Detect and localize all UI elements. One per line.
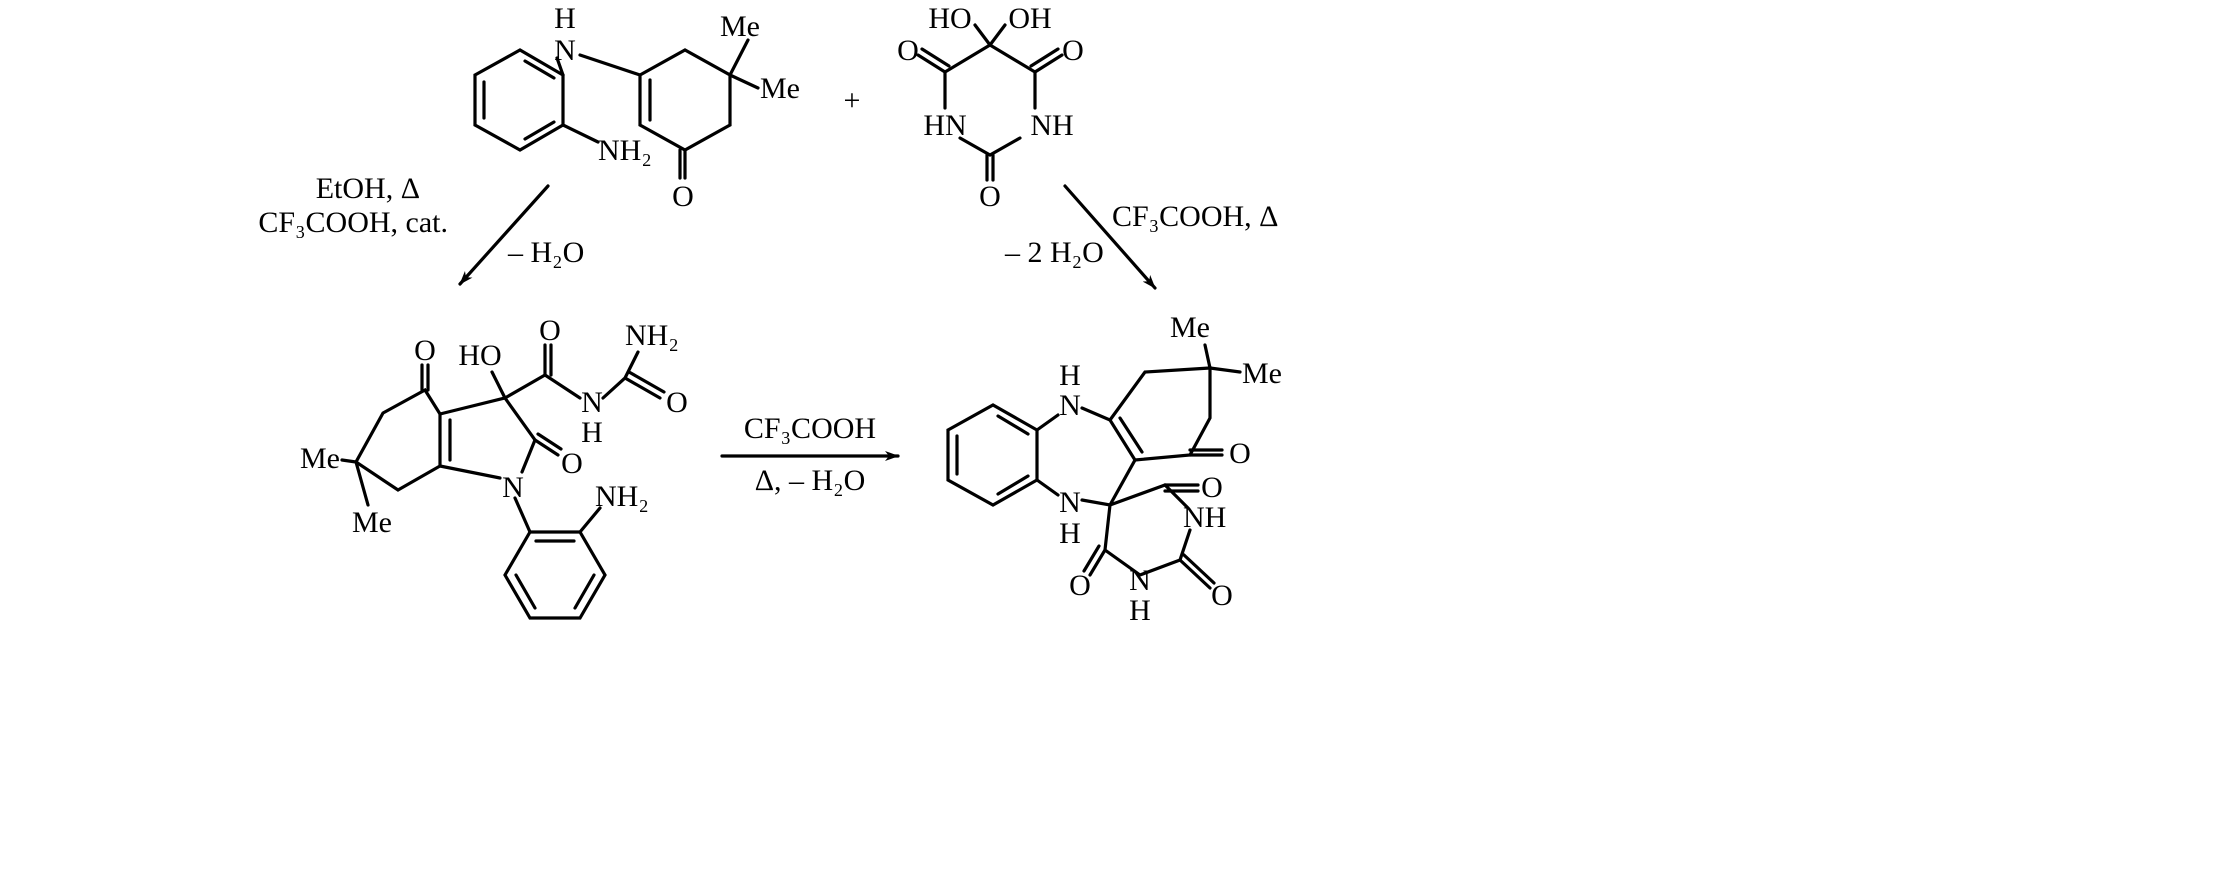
- condition-text: CF₃COOH, cat.: [258, 206, 448, 239]
- label-h: H: [1129, 594, 1151, 627]
- product-spiro-benzodiazepine: Me Me H N O O NH N H O N H O: [946, 311, 1282, 627]
- label-o: O: [1062, 34, 1084, 67]
- label-h: H: [1059, 517, 1081, 550]
- label-n: N: [1129, 564, 1151, 597]
- reactant-alloxan-hydrate: HO OH O O HN NH O: [897, 2, 1084, 213]
- label-n: N: [554, 34, 576, 67]
- label-me: Me: [1170, 311, 1210, 344]
- label-nh2: NH₂: [595, 480, 649, 513]
- label-h: H: [554, 2, 576, 35]
- label-h: H: [581, 416, 603, 449]
- label-oh: OH: [1008, 2, 1051, 35]
- label-o: O: [1201, 471, 1223, 504]
- label-o: O: [672, 180, 694, 213]
- reaction-arrow: [458, 184, 550, 286]
- label-me: Me: [300, 442, 340, 475]
- label-o: O: [1069, 569, 1091, 602]
- condition-text: – H₂O: [507, 236, 584, 269]
- label-o: O: [1229, 437, 1251, 470]
- label-me: Me: [760, 72, 800, 105]
- label-me: Me: [1242, 357, 1282, 390]
- label-me: Me: [352, 506, 392, 539]
- label-o: O: [897, 34, 919, 67]
- condition-text: CF₃COOH: [744, 412, 876, 445]
- label-h: H: [1059, 359, 1081, 392]
- condition-text: – 2 H₂O: [1004, 236, 1104, 269]
- arrow-left-step: EtOH, Δ CF₃COOH, cat. – H₂O: [258, 172, 584, 286]
- bonds: [473, 38, 760, 180]
- condition-text: CF₃COOH, Δ: [1112, 200, 1278, 233]
- bonds: [946, 343, 1242, 590]
- label-nh: NH: [1183, 501, 1226, 534]
- label-ho: HO: [928, 2, 971, 35]
- reactant-enaminone: H N Me Me NH₂ O: [473, 2, 800, 213]
- condition-text: EtOH, Δ: [316, 172, 420, 205]
- arrow-bottom-step: CF₃COOH Δ, – H₂O: [720, 412, 900, 497]
- label-nh2: NH₂: [625, 319, 679, 352]
- label-o: O: [561, 447, 583, 480]
- label-hn: HN: [923, 109, 966, 142]
- label-o: O: [539, 314, 561, 347]
- reaction-arrow: [1063, 184, 1157, 290]
- label-me: Me: [720, 10, 760, 43]
- label-o: O: [414, 334, 436, 367]
- label-o: O: [666, 386, 688, 419]
- label-o: O: [1211, 579, 1233, 612]
- label-n: N: [1059, 486, 1081, 519]
- product-indolinone: O HO O NH₂ N H O O Me Me N NH₂: [300, 314, 688, 620]
- label-o: O: [979, 180, 1001, 213]
- condition-text: Δ, – H₂O: [755, 464, 866, 497]
- label-ho: HO: [458, 339, 501, 372]
- arrow-right-step: CF₃COOH, Δ – 2 H₂O: [1004, 184, 1278, 290]
- plus-sign: +: [844, 84, 861, 117]
- label-n: N: [502, 471, 524, 504]
- bonds: [916, 23, 1064, 182]
- label-nh: NH: [1030, 109, 1073, 142]
- label-n: N: [1059, 389, 1081, 422]
- bonds: [340, 343, 666, 620]
- label-n: N: [581, 386, 603, 419]
- label-nh2: NH₂: [598, 134, 652, 167]
